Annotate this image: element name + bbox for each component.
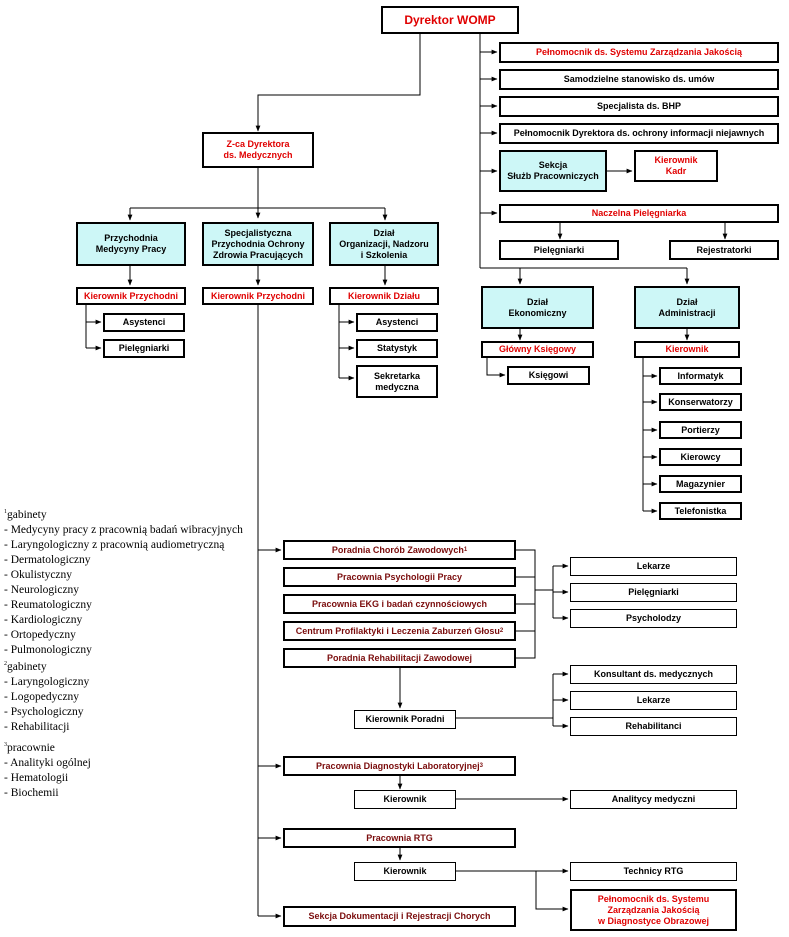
occupational-clinic-head-box: Kierownik Przychodni (76, 287, 186, 305)
records-section-box: Sekcja Dokumentacji i Rejestracji Choryc… (283, 906, 516, 927)
note-2-head: 2gabinety (4, 661, 47, 673)
note-1-item: - Dermatologiczny (4, 554, 91, 566)
rehabilitators-box: Rehabilitanci (570, 717, 737, 736)
economic-department-box: Dział Ekonomiczny (481, 286, 594, 329)
occupational-clinic-box: Przychodnia Medycyny Pracy (76, 222, 186, 266)
note-2-item: - Laryngologiczny (4, 676, 90, 688)
note-2-item: - Rehabilitacji (4, 721, 70, 733)
lab-analysts-box: Analitycy medyczni (570, 790, 737, 809)
note-3-item: - Hematologii (4, 772, 69, 784)
rtg-manager-box: Kierownik (354, 862, 456, 881)
note-3: 3pracownie - Analityki ogólnej - Hematol… (4, 741, 91, 801)
note-1-item: - Laryngologiczny z pracownią audiometry… (4, 539, 225, 551)
rehab-doctors-box: Lekarze (570, 691, 737, 710)
oc-assistants-box: Asystenci (103, 313, 185, 332)
note-3-item: - Analityki ogólnej (4, 757, 91, 769)
psychology-lab-box: Pracownia Psychologii Pracy (283, 567, 516, 587)
quality-officer-box: Pełnomocnik ds. Systemu Zarządzania Jako… (499, 42, 779, 63)
org-department-head-box: Kierownik Działu (329, 287, 439, 305)
rehab-clinic-box: Poradnia Rehabilitacji Zawodowej (283, 648, 516, 668)
note-2-item: - Psychologiczny (4, 706, 84, 718)
nurses-box: Pielęgniarki (499, 240, 619, 260)
medical-consultant-box: Konsultant ds. medycznych (570, 665, 737, 684)
contracts-box: Samodzielne stanowisko ds. umów (499, 69, 779, 90)
bhp-specialist-box: Specjalista ds. BHP (499, 96, 779, 117)
note-1-item: - Reumatologiczny (4, 599, 92, 611)
rtg-technicians-box: Technicy RTG (570, 862, 737, 881)
org-department-box: Dział Organizacji, Nadzoru i Szkolenia (329, 222, 439, 266)
od-statistician-box: Statystyk (356, 339, 438, 358)
oc-nurses-box: Pielęgniarki (103, 339, 185, 358)
od-assistants-box: Asystenci (356, 313, 438, 332)
drivers-box: Kierowcy (659, 448, 742, 466)
it-specialist-box: Informatyk (659, 367, 742, 385)
note-1-head: 1gabinety (4, 509, 47, 521)
rtg-lab-box: Pracownia RTG (283, 828, 516, 848)
note-3-item: - Biochemii (4, 787, 59, 799)
note-1-item: - Neurologiczny (4, 584, 80, 596)
note-3-head: 3pracownie (4, 742, 55, 754)
telephonist-box: Telefonistka (659, 502, 742, 520)
note-1-item: - Okulistyczny (4, 569, 73, 581)
administration-head-box: Kierownik (634, 341, 740, 358)
deputy-director-box: Z-ca Dyrektora ds. Medycznych (202, 132, 314, 168)
ekg-lab-box: Pracownia EKG i badań czynnościowych (283, 594, 516, 614)
classified-info-officer-box: Pełnomocnik Dyrektora ds. ochrony inform… (499, 123, 779, 144)
od-secretary-box: Sekretarka medyczna (356, 365, 438, 398)
storekeeper-box: Magazynier (659, 475, 742, 493)
note-2: 2gabinety - Laryngologiczny - Logopedycz… (4, 660, 89, 735)
chief-accountant-box: Główny Księgowy (481, 341, 594, 358)
voice-center-label: Centrum Profilaktyki i Leczenia Zaburzeń… (295, 625, 500, 636)
note-1-item: - Medycyny pracy z pracownią badań wibra… (4, 524, 243, 536)
lab-diagnostics-label: Pracownia Diagnostyki Laboratoryjnej (316, 760, 480, 771)
voice-center-box: Centrum Profilaktyki i Leczenia Zaburzeń… (283, 621, 516, 641)
note-1-item: - Pulmonologiczny (4, 644, 92, 656)
occupational-diseases-label: Poradnia Chorób Zawodowych (331, 544, 464, 555)
porters-box: Portierzy (659, 421, 742, 439)
note-1-item: - Kardiologiczny (4, 614, 83, 626)
note-1-item: - Ortopedyczny (4, 629, 76, 641)
rtg-quality-officer-box: Pełnomocnik ds. Systemu Zarządzania Jako… (570, 889, 737, 931)
director-box: Dyrektor WOMP (381, 6, 519, 34)
lab-manager-box: Kierownik (354, 790, 456, 809)
clinic-nurses-box: Pielęgniarki (570, 583, 737, 602)
accountants-box: Księgowi (507, 366, 590, 385)
specialist-clinic-box: Specjalistyczna Przychodnia Ochrony Zdro… (202, 222, 314, 266)
note-1: 1gabinety - Medycyny pracy z pracownią b… (4, 508, 243, 658)
maintenance-box: Konserwatorzy (659, 393, 742, 411)
registrars-box: Rejestratorki (669, 240, 779, 260)
clinic-doctors-box: Lekarze (570, 557, 737, 576)
note-2-item: - Logopedyczny (4, 691, 80, 703)
specialist-clinic-head-box: Kierownik Przychodni (202, 287, 314, 305)
clinic-psychologists-box: Psycholodzy (570, 609, 737, 628)
rehab-manager-box: Kierownik Poradni (354, 710, 456, 729)
head-nurse-box: Naczelna Pielęgniarka (499, 204, 779, 223)
hr-section-box: Sekcja Służb Pracowniczych (499, 150, 607, 192)
hr-manager-box: Kierownik Kadr (634, 150, 718, 182)
administration-department-box: Dział Administracji (634, 286, 740, 329)
